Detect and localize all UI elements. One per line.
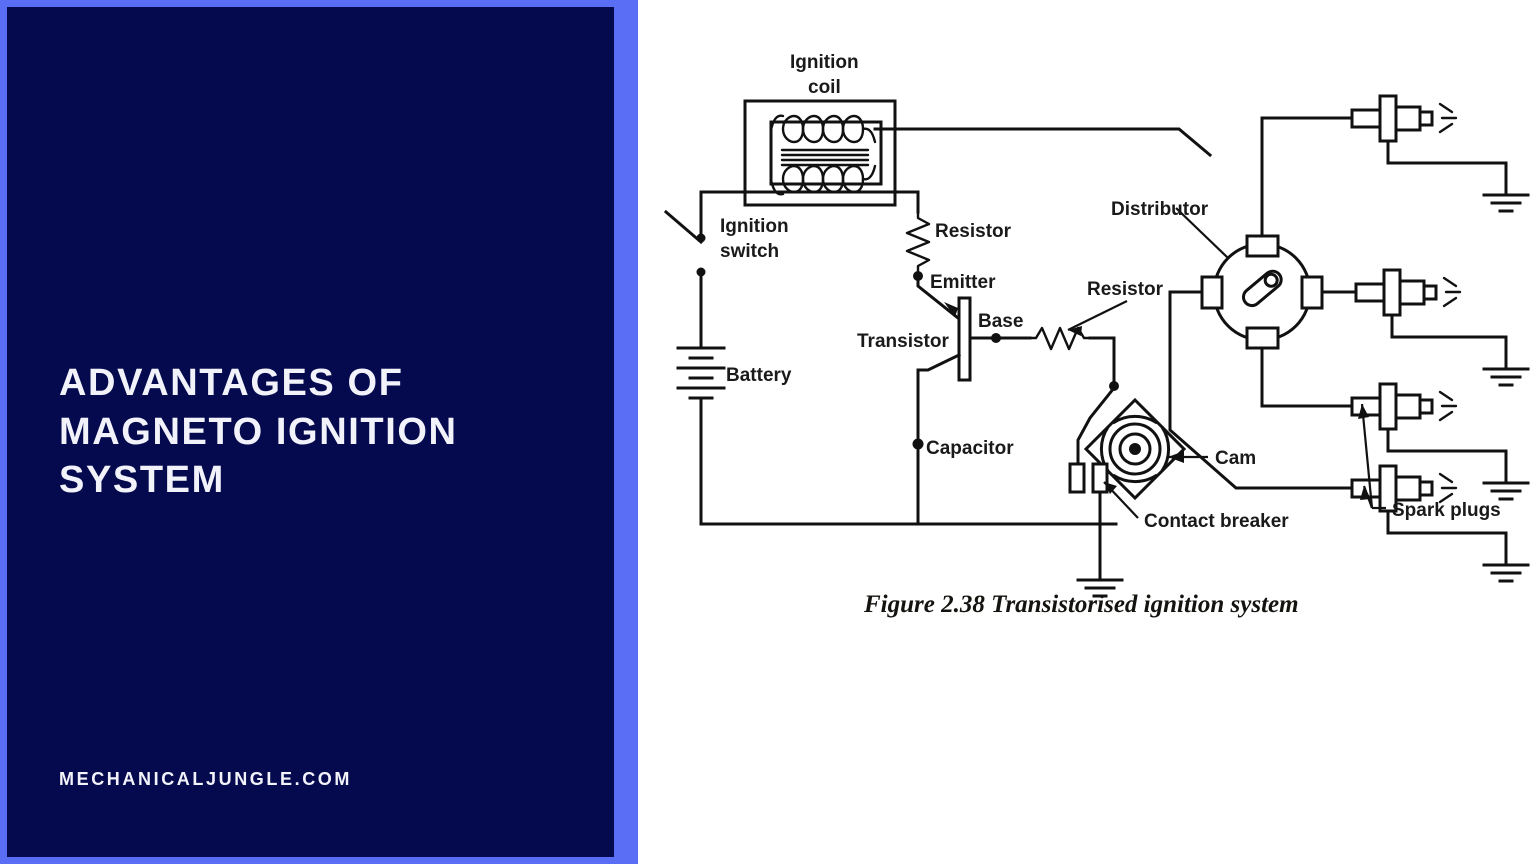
label-cam: Cam (1215, 448, 1256, 469)
label-battery: Battery (726, 365, 792, 386)
breaker-node-dot (1109, 381, 1119, 391)
left-panel: Advantages of Magneto Ignition System ME… (7, 7, 614, 857)
leader-contact-breaker (1103, 481, 1139, 519)
base-node-dot (991, 333, 1001, 343)
diagram-area: Ignition coil Ignition switch Battery Re… (638, 0, 1536, 864)
label-base: Base (978, 311, 1023, 332)
label-spark-plugs: Spark plugs (1392, 500, 1501, 521)
spark-plug-1 (1350, 94, 1530, 213)
ht-lead-plug-1 (1260, 116, 1354, 238)
distributor (1200, 234, 1324, 350)
label-ignition-switch-line1: Ignition (720, 216, 789, 237)
label-ignition-switch-line2: switch (720, 241, 779, 262)
distributor-rotor-icon (1241, 269, 1283, 308)
battery (676, 346, 726, 526)
wire-coil-to-resistor (873, 190, 920, 214)
emitter-arrow-icon (944, 302, 958, 317)
label-emitter: Emitter (930, 272, 996, 293)
ground-symbol-3 (1482, 481, 1530, 501)
spark-plug-2 (1354, 268, 1530, 387)
wire-coil-to-switch (699, 190, 877, 238)
breaker-arm (1076, 385, 1117, 466)
transistorised-ignition-schematic: Ignition coil Ignition switch Battery Re… (663, 52, 1530, 618)
ht-lead-plug-3 (1260, 346, 1354, 408)
capacitor-node-dot (912, 438, 924, 450)
page-title: Advantages of Magneto Ignition System (59, 362, 458, 502)
resistor-collector (905, 210, 931, 276)
label-capacitor: Capacitor (926, 438, 1014, 459)
ht-lead-plug-4 (1168, 290, 1354, 490)
label-distributor: Distributor (1111, 199, 1209, 220)
label-resistor-collector: Resistor (935, 221, 1012, 242)
distributor-terminal-right (1300, 275, 1324, 310)
label-contact-breaker: Contact breaker (1144, 511, 1289, 532)
ignition-coil (743, 99, 897, 207)
label-ignition-coil-line1: Ignition (790, 52, 859, 73)
ground-symbol-2 (1482, 367, 1530, 387)
leader-cam (1168, 451, 1208, 463)
label-resistor-base: Resistor (1087, 279, 1164, 300)
distributor-terminal-left (1200, 275, 1224, 310)
site-url-footer: MECHANICALJUNGLE.COM (59, 769, 352, 789)
ignition-switch (663, 209, 706, 348)
wire-emitter-to-transistor (916, 274, 961, 321)
leader-distributor (1175, 207, 1229, 259)
resistor-base (1028, 326, 1116, 386)
ground-symbol-4 (1482, 563, 1530, 583)
leader-spark-plugs (1358, 403, 1386, 510)
spark-plug-4 (1350, 464, 1530, 583)
left-panel-border: Advantages of Magneto Ignition System ME… (0, 0, 638, 864)
ht-lead-coil-to-distributor (873, 127, 1213, 158)
label-transistor: Transistor (857, 331, 949, 352)
distributor-terminal-bottom (1245, 326, 1280, 350)
ground-symbol-1 (1482, 193, 1530, 213)
spark-plug-3 (1350, 382, 1530, 501)
leader-resistor-base (1067, 300, 1128, 336)
label-ignition-coil-line2: coil (808, 77, 841, 98)
figure-caption: Figure 2.38 Transistorised ignition syst… (863, 591, 1299, 618)
contact-breaker (1068, 462, 1124, 598)
distributor-terminal-top (1245, 234, 1280, 258)
